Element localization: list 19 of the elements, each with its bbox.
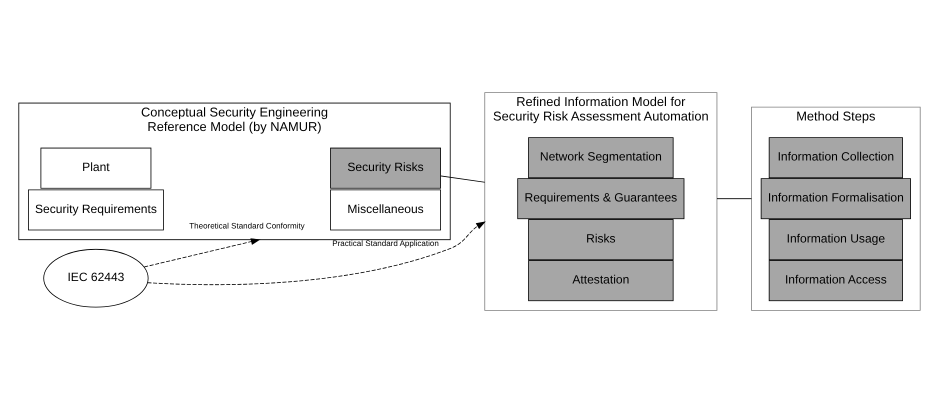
edge-label: Practical Standard Application <box>332 239 439 248</box>
connector <box>440 176 486 183</box>
arrow <box>147 221 486 286</box>
node-box: Risks <box>528 219 674 260</box>
arrow <box>144 238 261 268</box>
node-ellipse: IEC 62443 <box>43 248 149 308</box>
node-box: Requirements & Guarantees <box>517 178 684 220</box>
node-box: Information Usage <box>768 219 903 260</box>
node-box: Information Access <box>768 260 903 302</box>
node-box: Security Risks <box>330 148 441 189</box>
connector <box>716 198 752 200</box>
node-box: Information Formalisation <box>760 178 911 220</box>
node-box: Attestation <box>528 260 674 302</box>
node-box: Plant <box>40 148 152 189</box>
edge-label: Theoretical Standard Conformity <box>189 221 305 230</box>
node-box: Network Segmentation <box>528 137 674 178</box>
node-box: Information Collection <box>768 137 903 178</box>
node-box: Miscellaneous <box>330 189 441 230</box>
node-box: Security Requirements <box>28 189 164 230</box>
